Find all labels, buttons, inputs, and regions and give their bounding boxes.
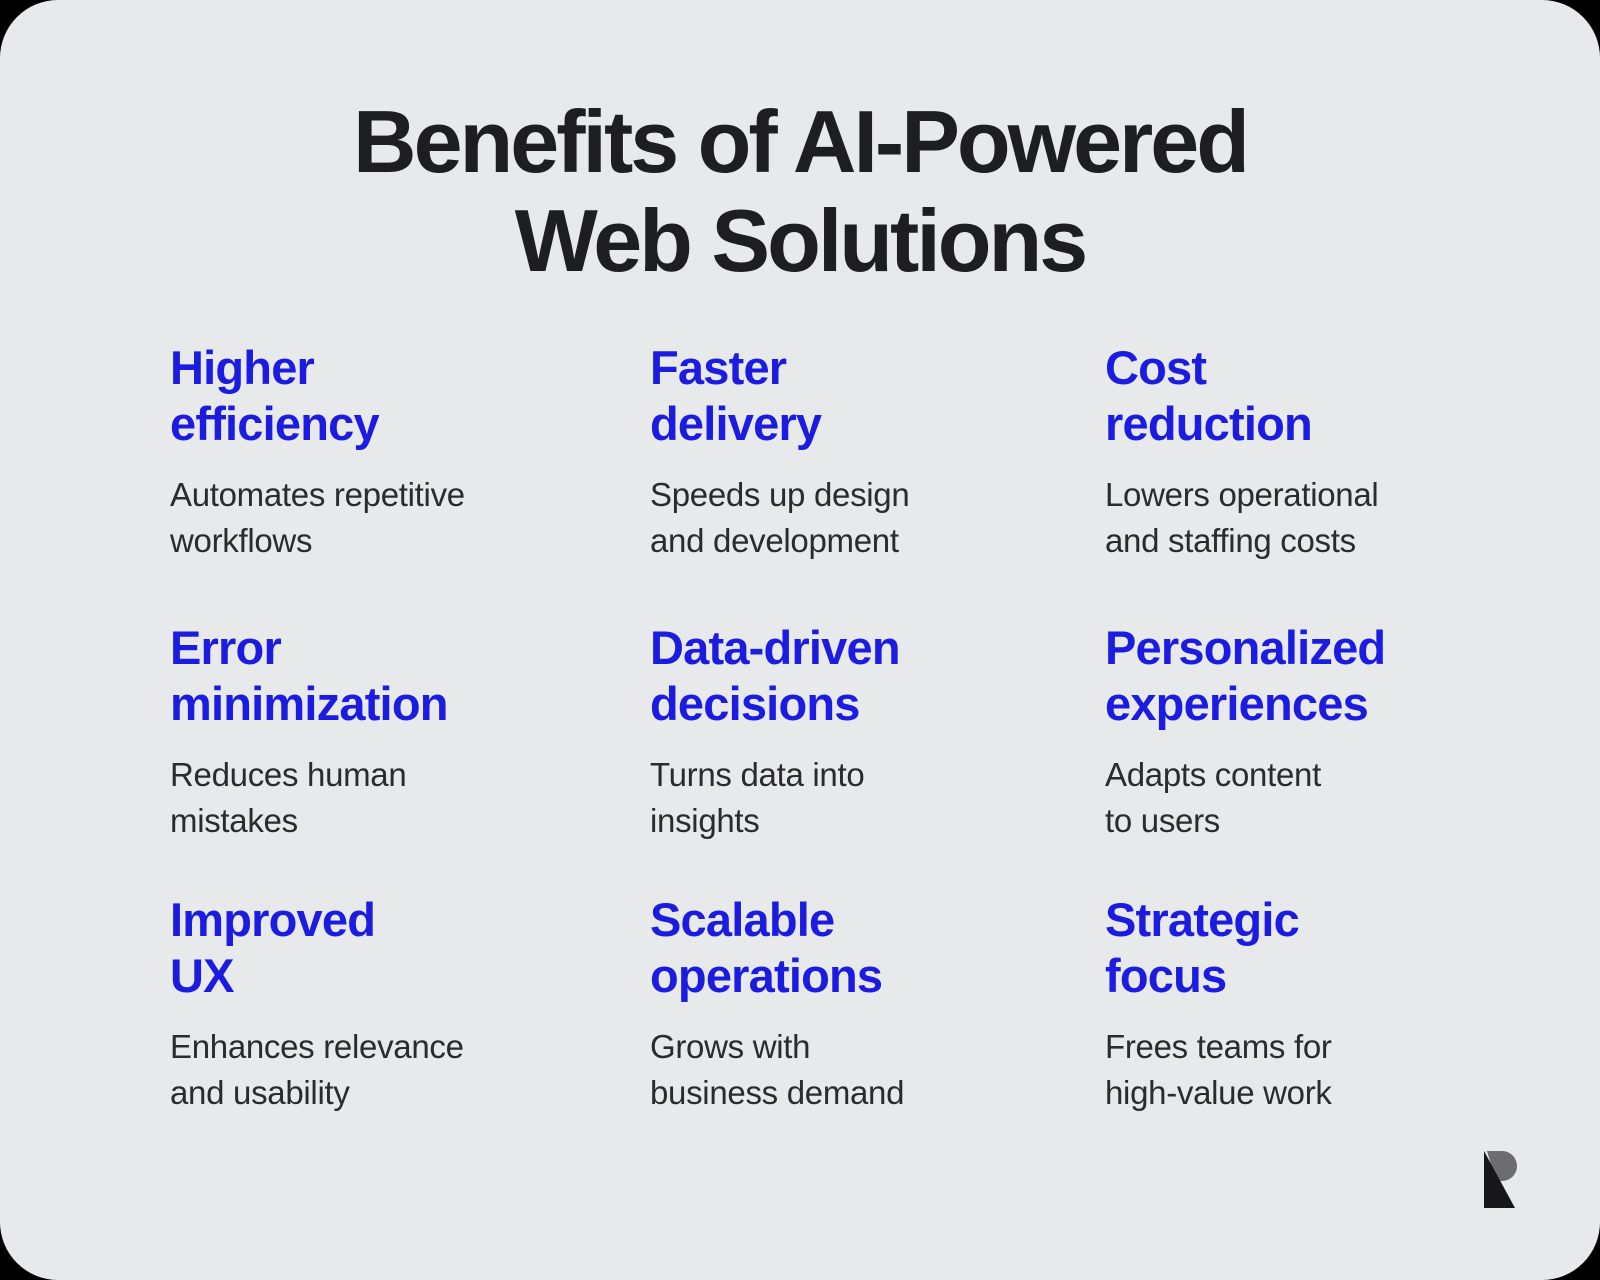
benefit-card-strategic-focus: Strategic focus Frees teams for high-val… (1105, 892, 1480, 1116)
benefit-heading-line: Higher (170, 341, 315, 394)
benefit-heading-line: operations (650, 949, 883, 1002)
benefit-description: Adapts content to users (1105, 752, 1480, 844)
benefit-description: Automates repetitive workflows (170, 472, 650, 564)
benefit-heading-line: Personalized (1105, 621, 1386, 674)
benefit-card-cost-reduction: Cost reduction Lowers operational and st… (1105, 340, 1480, 620)
benefit-heading-line: efficiency (170, 397, 380, 450)
benefit-card-data-driven-decisions: Data-driven decisions Turns data into in… (650, 620, 1105, 892)
benefit-heading-line: Cost (1105, 341, 1207, 394)
benefit-heading-line: UX (170, 949, 235, 1002)
benefit-card-personalized-experiences: Personalized experiences Adapts content … (1105, 620, 1480, 892)
benefit-description: Turns data into insights (650, 752, 1105, 844)
benefit-heading-line: focus (1105, 949, 1227, 1002)
benefit-heading: Error minimization (170, 620, 650, 732)
benefit-description: Grows with business demand (650, 1024, 1105, 1116)
benefit-heading: Faster delivery (650, 340, 1105, 452)
benefit-description-line: mistakes (170, 802, 298, 839)
page-title-line: Web Solutions (514, 191, 1088, 290)
benefit-description-line: Frees teams for (1105, 1028, 1332, 1065)
benefit-description-line: Adapts content (1105, 756, 1321, 793)
benefit-card-higher-efficiency: Higher efficiency Automates repetitive w… (170, 340, 650, 620)
benefit-heading: Personalized experiences (1105, 620, 1480, 732)
benefit-description-line: business demand (650, 1074, 905, 1111)
benefit-heading-line: Data-driven (650, 621, 901, 674)
benefit-description-line: insights (650, 802, 760, 839)
benefit-heading-line: reduction (1105, 397, 1313, 450)
benefit-heading: Improved UX (170, 892, 650, 1004)
benefit-description-line: Grows with (650, 1028, 811, 1065)
benefit-description-line: Enhances relevance (170, 1028, 464, 1065)
benefits-grid: Higher efficiency Automates repetitive w… (170, 340, 1480, 1116)
benefit-description-line: Automates repetitive (170, 476, 465, 513)
benefit-card-faster-delivery: Faster delivery Speeds up design and dev… (650, 340, 1105, 620)
benefit-card-improved-ux: Improved UX Enhances relevance and usabi… (170, 892, 650, 1116)
benefit-description-line: to users (1105, 802, 1220, 839)
benefit-heading-line: Error (170, 621, 282, 674)
benefit-description-line: Lowers operational (1105, 476, 1379, 513)
benefit-description-line: Reduces human (170, 756, 407, 793)
benefit-heading-line: Faster (650, 341, 787, 394)
benefit-heading: Strategic focus (1105, 892, 1480, 1004)
benefit-heading-line: experiences (1105, 677, 1369, 730)
benefit-card-error-minimization: Error minimization Reduces human mistake… (170, 620, 650, 892)
benefit-description: Frees teams for high-value work (1105, 1024, 1480, 1116)
benefit-description-line: and staffing costs (1105, 522, 1356, 559)
benefit-description-line: and usability (170, 1074, 350, 1111)
benefit-description-line: and development (650, 522, 899, 559)
benefit-heading-line: delivery (650, 397, 822, 450)
benefit-heading-line: minimization (170, 677, 448, 730)
benefit-heading: Cost reduction (1105, 340, 1480, 452)
benefit-heading-line: Improved (170, 893, 376, 946)
benefit-description: Speeds up design and development (650, 472, 1105, 564)
benefit-description-line: Speeds up design (650, 476, 910, 513)
benefit-heading: Higher efficiency (170, 340, 650, 452)
benefit-description: Enhances relevance and usability (170, 1024, 650, 1116)
r-mark-logo-icon (1484, 1151, 1517, 1208)
benefit-description-line: high-value work (1105, 1074, 1332, 1111)
benefit-description: Lowers operational and staffing costs (1105, 472, 1480, 564)
benefit-heading: Data-driven decisions (650, 620, 1105, 732)
benefit-heading-line: decisions (650, 677, 860, 730)
benefit-heading: Scalable operations (650, 892, 1105, 1004)
benefit-heading-line: Scalable (650, 893, 835, 946)
benefit-description-line: workflows (170, 522, 313, 559)
benefit-heading-line: Strategic (1105, 893, 1300, 946)
page-title-line: Benefits of AI-Powered (353, 92, 1250, 191)
benefit-description-line: Turns data into (650, 756, 865, 793)
page-title: Benefits of AI-Powered Web Solutions (0, 92, 1600, 290)
benefit-description: Reduces human mistakes (170, 752, 650, 844)
benefit-card-scalable-operations: Scalable operations Grows with business … (650, 892, 1105, 1116)
